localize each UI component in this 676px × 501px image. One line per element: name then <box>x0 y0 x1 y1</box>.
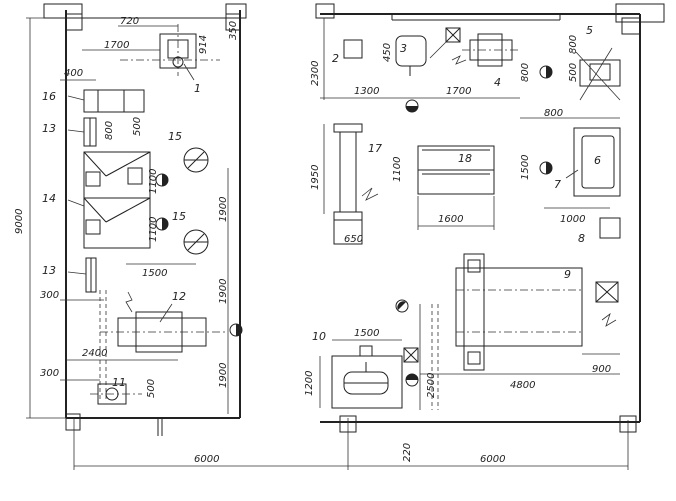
outlet-symbols-right <box>395 65 553 387</box>
dim-1200: 1200 <box>304 371 315 396</box>
dim-1900-c: 1900 <box>218 363 229 388</box>
dim-1700-left: 1700 <box>104 40 129 51</box>
equipment-18: 18 <box>417 145 495 195</box>
equipment-5: 5 <box>575 24 621 101</box>
dim-1900-a: 1900 <box>218 197 229 222</box>
label-14: 14 <box>42 192 56 205</box>
dim-2300: 2300 <box>310 61 321 86</box>
dim-800-top: 800 <box>568 35 579 54</box>
right-bay-walls <box>315 3 665 433</box>
label-6: 6 <box>594 154 601 167</box>
dim-2500: 2500 <box>426 373 437 398</box>
dim-9000: 9000 <box>14 209 25 234</box>
dim-800-left: 800 <box>104 121 115 140</box>
dim-500-right: 500 <box>568 63 579 82</box>
label-8: 8 <box>578 232 585 245</box>
equipment-16: 16 <box>42 89 145 113</box>
dim-1900-b: 1900 <box>218 279 229 304</box>
label-18: 18 <box>458 152 472 165</box>
equipment-15-b: 15 <box>172 210 209 255</box>
label-13-bottom: 13 <box>42 264 56 277</box>
label-13-top: 13 <box>42 122 56 135</box>
dim-1100-a: 1100 <box>148 169 159 194</box>
dim-6000-left: 6000 <box>194 454 219 465</box>
dim-1700-right: 1700 <box>446 86 471 97</box>
dim-2400: 2400 <box>82 348 107 359</box>
dim-300-b: 300 <box>40 368 59 379</box>
equipment-3: 3 <box>395 27 461 76</box>
dim-914: 914 <box>198 35 209 54</box>
dim-500-bottom: 500 <box>146 379 157 398</box>
equipment-9: 9 <box>431 253 619 410</box>
label-9: 9 <box>564 268 571 281</box>
equipment-13-top: 13 <box>42 117 97 147</box>
dim-1500-left: 1500 <box>142 268 167 279</box>
dim-1500-right-v: 1500 <box>520 155 531 180</box>
label-5: 5 <box>586 24 593 37</box>
label-16: 16 <box>42 90 56 103</box>
label-3: 3 <box>400 42 407 55</box>
dim-1600: 1600 <box>438 214 463 225</box>
dimension-lines <box>26 17 629 470</box>
dim-1950: 1950 <box>310 165 321 190</box>
label-15-a: 15 <box>168 130 182 143</box>
dim-500-left: 500 <box>132 117 143 136</box>
equipment-2: 2 <box>332 39 363 65</box>
dim-350: 350 <box>228 21 239 40</box>
dim-400: 400 <box>64 68 83 79</box>
outlet-symbols-left <box>155 173 243 337</box>
equipment-1: 1 <box>120 24 220 95</box>
dim-450: 450 <box>382 43 393 62</box>
dim-300-a: 300 <box>40 290 59 301</box>
left-bay-walls <box>43 3 247 436</box>
equipment-12: 12 <box>99 290 226 400</box>
dim-4800: 4800 <box>510 380 535 391</box>
label-12: 12 <box>172 290 186 303</box>
label-4: 4 <box>494 76 501 89</box>
equipment-4: 4 <box>451 33 520 89</box>
equipment-6-7: 6 7 <box>554 127 621 197</box>
dim-800-under: 800 <box>544 108 563 119</box>
equipment-8: 8 <box>578 217 621 245</box>
equipment-11: 11 <box>90 376 142 405</box>
equipment-10: 10 <box>312 330 419 409</box>
dim-1000: 1000 <box>560 214 585 225</box>
dimension-labels: 720 1700 914 350 400 800 500 1100 1100 1… <box>14 16 611 465</box>
label-7: 7 <box>554 178 561 191</box>
dim-1100-right: 1100 <box>392 157 403 182</box>
equipment-14: 14 <box>42 151 151 249</box>
label-15-b: 15 <box>172 210 186 223</box>
dim-1100-b: 1100 <box>148 217 159 242</box>
dim-1300: 1300 <box>354 86 379 97</box>
dim-6000-right: 6000 <box>480 454 505 465</box>
label-11: 11 <box>112 376 126 389</box>
equipment-13-bottom: 13 <box>42 257 97 293</box>
dim-650: 650 <box>344 234 363 245</box>
label-1: 1 <box>194 82 201 95</box>
label-17: 17 <box>368 142 382 155</box>
dim-800-mid: 800 <box>520 63 531 82</box>
dim-900: 900 <box>592 364 611 375</box>
dim-720: 720 <box>120 16 139 27</box>
dim-220: 220 <box>402 443 413 462</box>
equipment-17: 17 <box>333 123 382 245</box>
label-10: 10 <box>312 330 326 343</box>
equipment-15-a: 15 <box>168 130 209 173</box>
label-2: 2 <box>332 52 339 65</box>
dim-1500-bottom: 1500 <box>354 328 379 339</box>
